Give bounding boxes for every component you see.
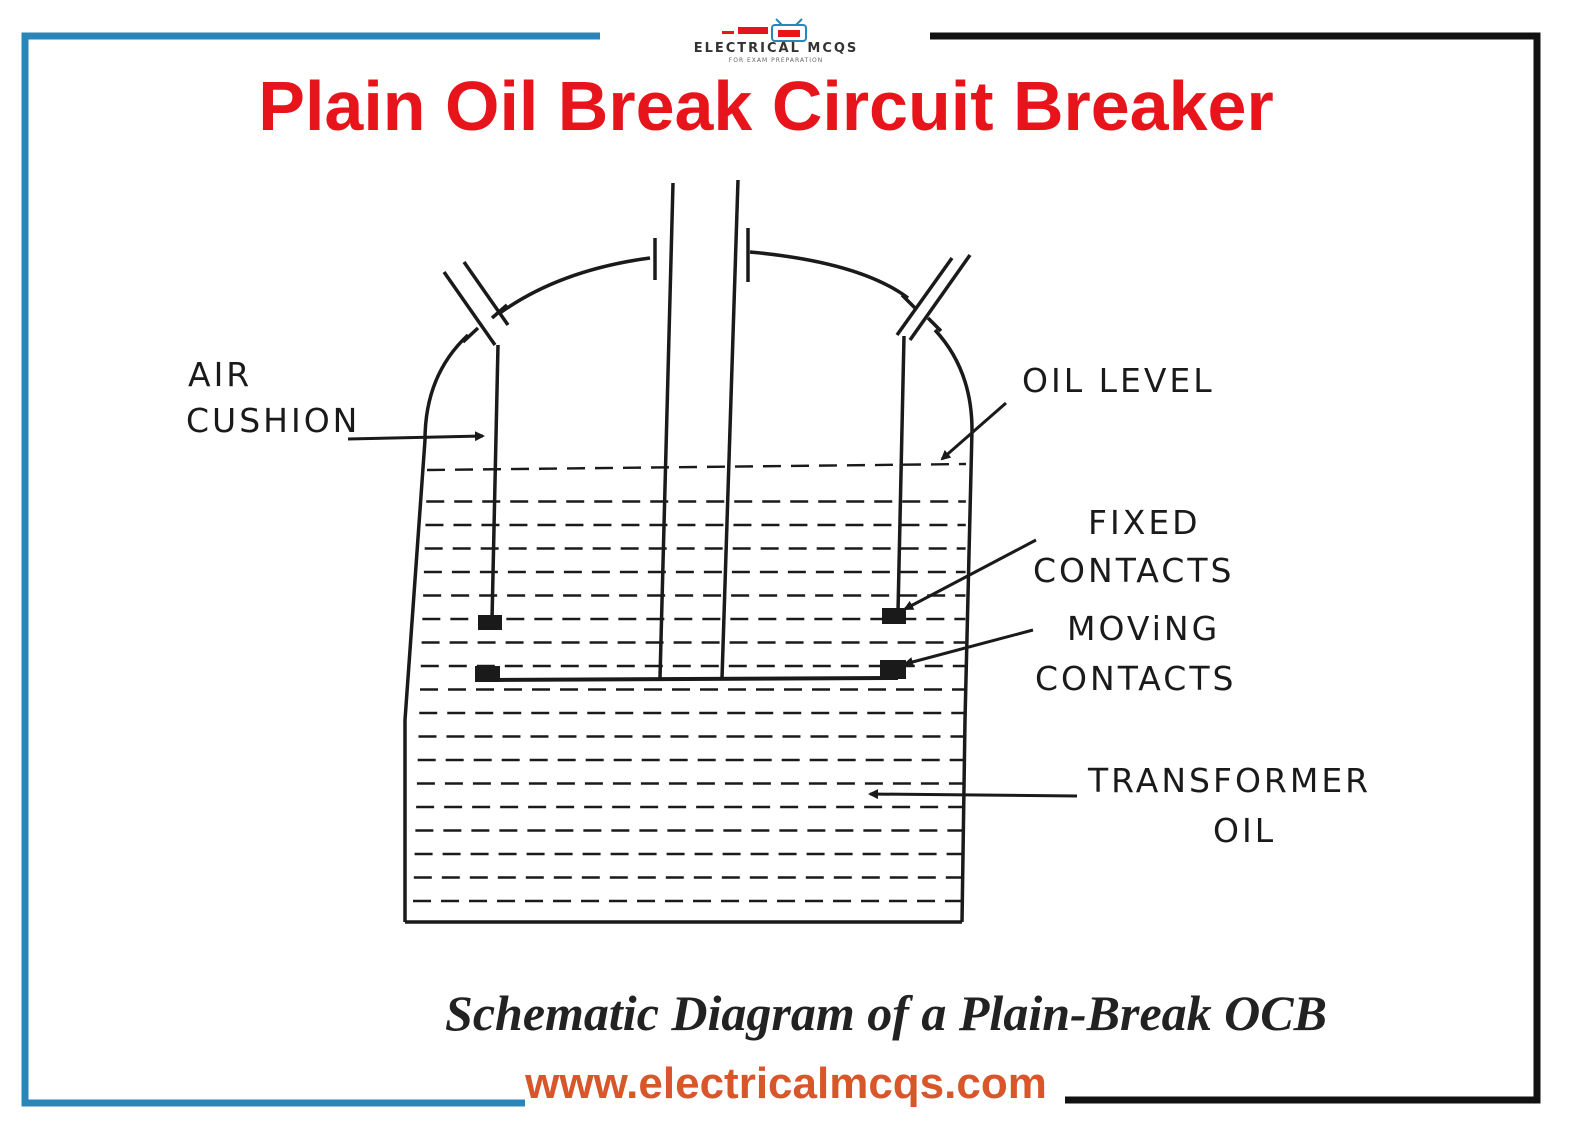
label-transformer-oil: OIL [1213, 811, 1276, 850]
left-bushing-outer [442, 270, 497, 347]
air-cushion-arrow [347, 431, 485, 442]
left-bushing-mark-a [461, 326, 480, 344]
right-bushing-mark-a [900, 293, 917, 310]
contacts [475, 608, 906, 682]
diagram-caption: Schematic Diagram of a Plain-Break OCB [445, 985, 1327, 1041]
brand-logo: ELECTRICAL MCQS FOR EXAM PREPARATION [694, 18, 859, 64]
right-conductor [896, 335, 906, 613]
fixed-contact-left [478, 615, 502, 630]
label-moving: MOViNG [1067, 609, 1220, 648]
leader-arrows [347, 401, 1078, 800]
oil-level-arrow [940, 401, 1007, 461]
left-conductor [490, 344, 500, 621]
label-oil-level: OIL LEVEL [1022, 361, 1215, 400]
right-bushing-inner [908, 253, 972, 342]
right-bushing-outer [895, 256, 954, 337]
moving-contact-bar [487, 676, 899, 682]
moving-contacts-arrow [903, 628, 1034, 667]
moving-contact-left [475, 666, 500, 682]
conductors [442, 179, 972, 682]
fixed-contact-right [882, 608, 906, 624]
logo-text: ELECTRICAL MCQS [694, 41, 859, 56]
label-cushion: CUSHION [186, 401, 360, 440]
oil-dash-line [426, 462, 967, 472]
ocb-tank [403, 250, 974, 924]
transformer-oil-arrow [868, 789, 1078, 800]
fixed-contacts-arrow [903, 538, 1037, 611]
page-title: Plain Oil Break Circuit Breaker [258, 67, 1273, 145]
frame-right-black [930, 32, 1541, 1104]
logo-icon [722, 18, 807, 42]
diagram-labels: AIR CUSHION OIL LEVEL FIXED CONTACTS MOV… [186, 355, 1371, 850]
logo-tagline: FOR EXAM PREPARATION [729, 57, 823, 64]
label-fixed: FIXED [1088, 503, 1201, 542]
frame-left-blue [21, 32, 600, 1107]
label-transformer: TRANSFORMER [1087, 761, 1371, 800]
transformer-oil-lines [413, 462, 967, 903]
tank-outline [403, 333, 470, 922]
left-bushing-inner [462, 260, 510, 327]
right-bushing-mark-b [926, 316, 943, 333]
label-moving-contacts: CONTACTS [1035, 659, 1236, 698]
page-frame [21, 32, 1541, 1107]
moving-contact-right [880, 660, 906, 679]
label-air: AIR [188, 355, 252, 394]
tank-outline-right [933, 328, 974, 923]
left-bushing-mark-b [490, 303, 509, 320]
website-url: www.electricalmcqs.com [524, 1059, 1047, 1108]
center-rod-right [720, 179, 740, 679]
center-rod-left [658, 182, 675, 679]
tank-dome-right [749, 250, 910, 300]
label-fixed-contacts: CONTACTS [1033, 551, 1234, 590]
tank-dome-left [498, 256, 651, 315]
